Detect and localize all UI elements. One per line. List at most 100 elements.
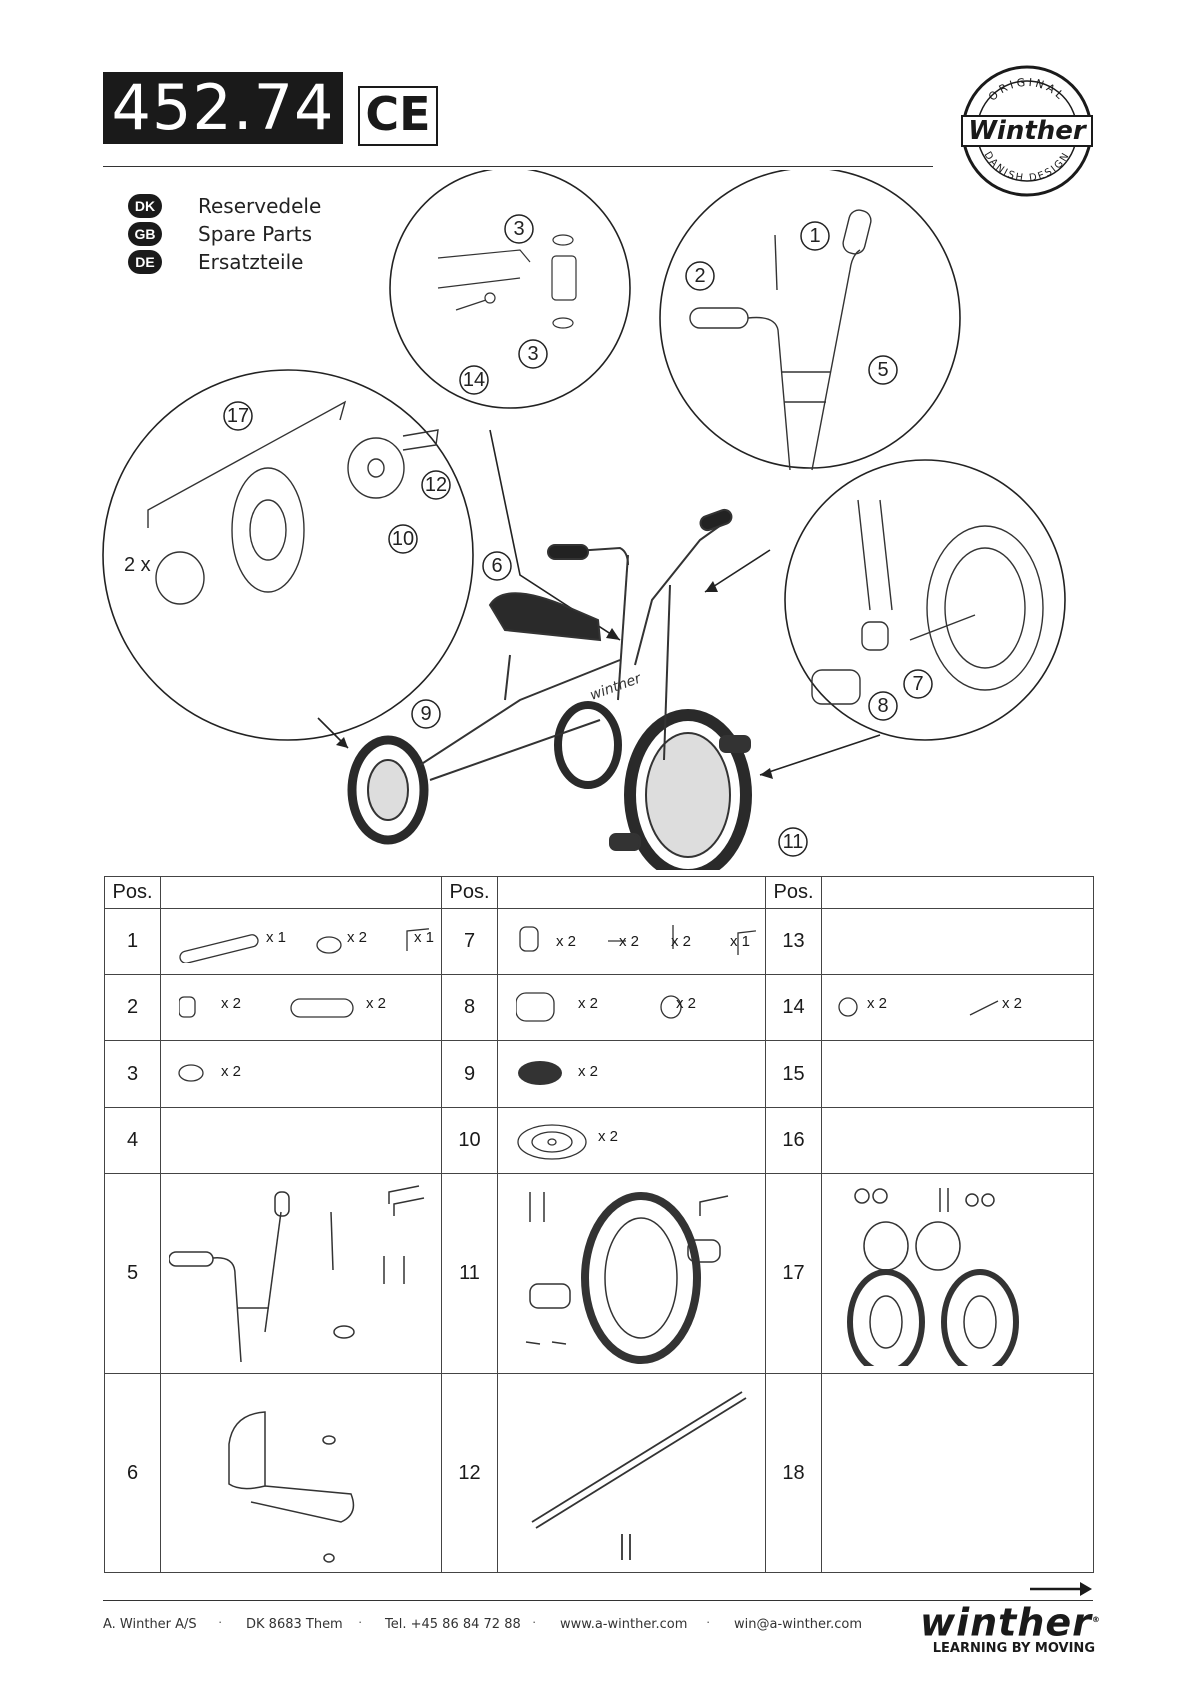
- part-cell: x 2: [160, 1040, 442, 1108]
- multiplier-label: 2 x: [124, 554, 151, 576]
- pos-number: 2: [104, 974, 161, 1042]
- svg-text:10: 10: [392, 528, 414, 550]
- part-cell: [160, 1373, 442, 1573]
- part-cell: [821, 1373, 1094, 1573]
- callout-3: 3: [504, 214, 534, 244]
- part-illustration: [518, 1061, 562, 1086]
- svg-text:3: 3: [513, 218, 524, 240]
- quantity-label: x 2: [1002, 995, 1023, 1013]
- callout-1: 1: [800, 221, 830, 251]
- part-illustration: [531, 1391, 747, 1561]
- footer-email[interactable]: win@a-winther.com: [734, 1617, 863, 1632]
- brand-tagline: LEARNING BY MOVING: [932, 1641, 1095, 1656]
- quantity-label: x 2: [867, 995, 888, 1013]
- part-illustration: [178, 1064, 204, 1083]
- pos-number: 8: [441, 974, 498, 1042]
- part-cell: [821, 1172, 1094, 1375]
- frame-brand-text: winther: [588, 670, 644, 704]
- exploded-diagram: winther 1 2 3 3 5 6 7 8 9 10 11 12 14 17…: [102, 170, 1066, 870]
- part-illustration: [516, 992, 682, 1022]
- language-badge: DK: [128, 194, 162, 218]
- logo-name: Winther: [968, 116, 1088, 146]
- part-illustration: [525, 1191, 729, 1364]
- svg-text:2: 2: [694, 265, 705, 287]
- callout-7: 7: [903, 669, 933, 699]
- ce-mark-frame: [358, 86, 438, 146]
- svg-text:11: 11: [783, 831, 804, 853]
- part-cell: [160, 1106, 442, 1174]
- language-badge: DE: [128, 250, 162, 274]
- quantity-label: x 2: [578, 1063, 599, 1081]
- quantity-label: x 2: [221, 1063, 242, 1081]
- pos-number: 6: [104, 1373, 161, 1573]
- detail-circle-pedal: [784, 459, 1066, 741]
- svg-text:12: 12: [425, 474, 447, 496]
- part-illustration: [179, 928, 429, 964]
- part-illustration: [517, 1123, 587, 1160]
- quantity-label: x 2: [671, 933, 692, 951]
- table-row: 2 x 2 x 2 8 x 2 x 2 14 x 2 x 2: [104, 974, 1094, 1042]
- part-cell: x 2: [497, 1040, 766, 1108]
- callout-5: 5: [868, 355, 898, 385]
- part-cell: [160, 1172, 442, 1375]
- footer-address: DK 8683 Them: [246, 1617, 343, 1632]
- quantity-label: x 2: [347, 929, 368, 947]
- callout-8: 8: [868, 691, 898, 721]
- pos-number: 9: [441, 1040, 498, 1108]
- language-row-de: DE Ersatzteile: [128, 249, 303, 275]
- pos-number: 4: [104, 1106, 161, 1174]
- svg-text:14: 14: [463, 369, 485, 391]
- quantity-label: x 1: [414, 929, 435, 947]
- quantity-label: x 2: [578, 995, 599, 1013]
- part-illustration: [838, 997, 999, 1017]
- part-cell: x 2 x 2 x 2 x 1: [497, 908, 766, 976]
- detail-circle-rear-wheel: [102, 369, 474, 741]
- table-row: 4 10 x 2 16: [104, 1106, 1094, 1174]
- next-page-arrow-icon: [1030, 1582, 1092, 1596]
- table-row: 3 x 2 9 x 2 15: [104, 1040, 1094, 1108]
- brand-registered-mark: ®: [1091, 1615, 1101, 1624]
- callout-6: 6: [482, 551, 512, 581]
- pos-number: 15: [765, 1040, 822, 1108]
- part-cell: [821, 1040, 1094, 1108]
- part-cell: x 2 x 2: [821, 974, 1094, 1042]
- svg-text:5: 5: [877, 359, 888, 381]
- callout-10: 10: [388, 524, 418, 554]
- callout-14: 14: [459, 365, 489, 395]
- table-header-pos: Pos.: [441, 875, 498, 910]
- part-illustration: [228, 1411, 355, 1564]
- quantity-label: x 2: [556, 933, 577, 951]
- svg-text:6: 6: [491, 555, 502, 577]
- spare-parts-table: Pos. Pos. Pos. 1 x 1 x 2 x 1 7 x 2 x 2 x…: [104, 875, 1094, 1573]
- part-cell: x 1 x 2 x 1: [160, 908, 442, 976]
- part-cell: [821, 908, 1094, 976]
- pos-number: 12: [441, 1373, 498, 1573]
- callout-9: 9: [411, 699, 441, 729]
- part-illustration: [169, 1185, 425, 1362]
- language-row-gb: GB Spare Parts: [128, 221, 312, 247]
- quantity-label: x 2: [221, 995, 242, 1013]
- part-illustration: [519, 925, 756, 956]
- svg-text:1: 1: [809, 225, 820, 247]
- part-illustration: [179, 996, 354, 1018]
- table-header-row: Pos. Pos. Pos.: [104, 875, 1094, 910]
- svg-text:7: 7: [912, 673, 923, 695]
- ce-mark: CE: [365, 87, 431, 141]
- footer-separator: ·: [358, 1614, 363, 1629]
- detail-circle-handlebar: [659, 170, 961, 469]
- table-row: 1 x 1 x 2 x 1 7 x 2 x 2 x 2 x 1 13: [104, 908, 1094, 976]
- pos-number: 11: [441, 1172, 498, 1375]
- language-label: Reservedele: [198, 194, 322, 218]
- footer-separator: ·: [218, 1614, 223, 1629]
- callout-2: 2: [685, 261, 715, 291]
- part-cell: [821, 1106, 1094, 1174]
- part-cell: [497, 1373, 766, 1573]
- footer-phone: Tel. +45 86 84 72 88: [385, 1617, 521, 1632]
- callout-17: 17: [223, 401, 253, 431]
- footer-web[interactable]: www.a-winther.com: [560, 1617, 688, 1632]
- quantity-label: x 2: [619, 933, 640, 951]
- pos-number: 7: [441, 908, 498, 976]
- part-cell: x 2 x 2: [497, 974, 766, 1042]
- pos-number: 13: [765, 908, 822, 976]
- quantity-label: x 1: [730, 933, 751, 951]
